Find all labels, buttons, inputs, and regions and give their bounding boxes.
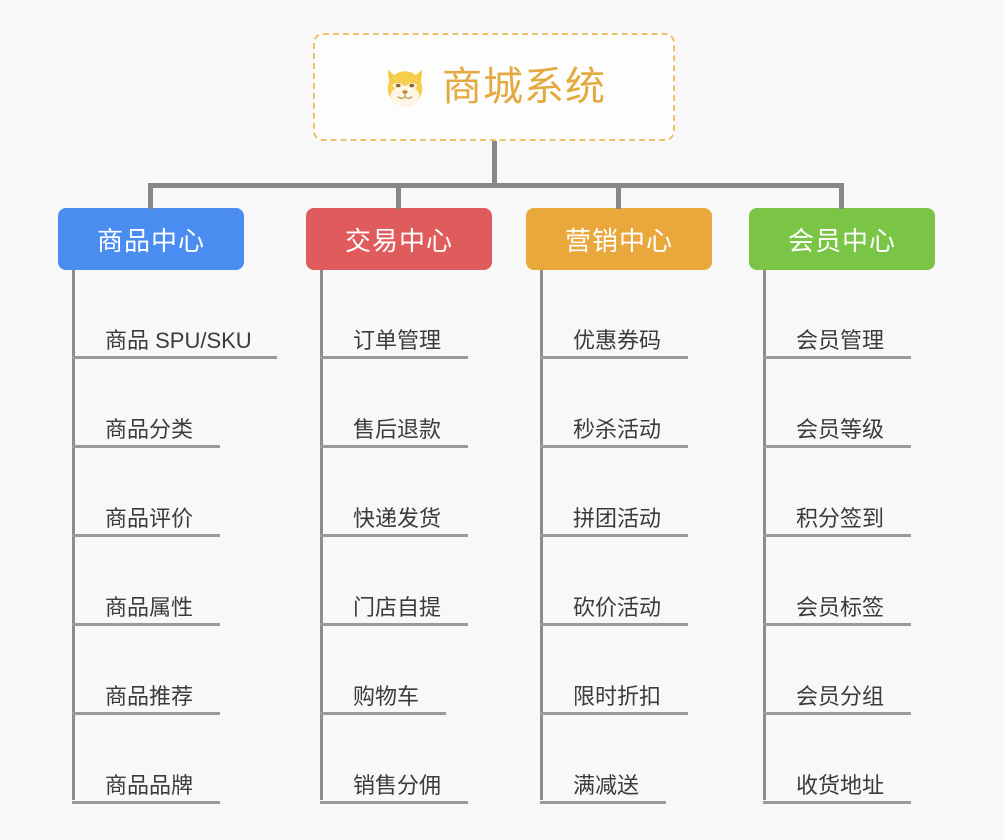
leaf-label: 商品 SPU/SKU (105, 328, 252, 353)
leaf-underline (763, 534, 911, 537)
leaf-underline (72, 801, 220, 804)
leaf-list-trade-center: 订单管理 售后退款 快递发货 门店自提 购物车 销售分佣 (320, 270, 492, 804)
leaf-underline (72, 445, 220, 448)
leaf-underline (320, 801, 468, 804)
leaf-underline (320, 445, 468, 448)
list-item[interactable]: 订单管理 (320, 270, 492, 359)
leaf-underline (540, 623, 688, 626)
leaf-label: 拼团活动 (573, 506, 662, 531)
leaf-label: 秒杀活动 (573, 417, 662, 442)
leaf-label: 购物车 (353, 684, 420, 709)
root-title: 商城系统 (442, 65, 606, 109)
list-item[interactable]: 快递发货 (320, 448, 492, 537)
leaf-label: 收货地址 (796, 773, 885, 798)
leaf-label: 限时折扣 (573, 684, 662, 709)
list-item[interactable]: 商品分类 (72, 359, 252, 448)
list-item[interactable]: 秒杀活动 (540, 359, 712, 448)
branch-marketing-center: 营销中心 优惠券码 秒杀活动 拼团活动 砍价活动 限时折扣 (526, 208, 712, 804)
leaf-label: 优惠券码 (573, 328, 662, 353)
leaf-list-marketing-center: 优惠券码 秒杀活动 拼团活动 砍价活动 限时折扣 满减送 (540, 270, 712, 804)
list-item[interactable]: 会员标签 (763, 537, 935, 626)
category-label: 商品中心 (96, 225, 205, 256)
list-item[interactable]: 收货地址 (763, 715, 935, 804)
leaf-label: 积分签到 (796, 506, 885, 531)
leaf-underline (72, 534, 220, 537)
leaf-label: 商品品牌 (105, 773, 194, 798)
leaf-underline (320, 712, 446, 715)
leaf-underline (540, 534, 688, 537)
leaf-label: 商品分类 (105, 417, 194, 442)
leaf-label: 商品评价 (105, 506, 194, 531)
leaf-underline (540, 712, 688, 715)
connector-branch-3 (616, 183, 621, 209)
branch-product-center: 商品中心 商品 SPU/SKU 商品分类 商品评价 商品属性 商品推荐 (58, 208, 277, 804)
connector-branch-2 (396, 183, 401, 209)
list-item[interactable]: 商品属性 (72, 537, 252, 626)
connector-horizontal-bus (148, 183, 844, 188)
list-item[interactable]: 限时折扣 (540, 626, 712, 715)
leaf-label: 售后退款 (353, 417, 442, 442)
leaf-underline (540, 801, 666, 804)
category-header-trade-center[interactable]: 交易中心 (306, 208, 492, 270)
leaf-underline (540, 356, 688, 359)
leaf-underline (763, 623, 911, 626)
leaf-underline (72, 712, 220, 715)
category-label: 会员中心 (787, 225, 896, 256)
leaf-label: 门店自提 (353, 595, 442, 620)
leaf-label: 会员标签 (796, 595, 885, 620)
list-item[interactable]: 门店自提 (320, 537, 492, 626)
leaf-underline (320, 623, 468, 626)
list-item[interactable]: 满减送 (540, 715, 712, 804)
leaf-underline (72, 356, 277, 359)
branch-trade-center: 交易中心 订单管理 售后退款 快递发货 门店自提 购物车 (306, 208, 492, 804)
connector-root-vertical (492, 141, 497, 185)
connector-branch-1 (148, 183, 153, 209)
shiba-dog-icon (387, 69, 423, 108)
leaf-label: 商品推荐 (105, 684, 194, 709)
list-item[interactable]: 会员等级 (763, 359, 935, 448)
leaf-label: 满减送 (573, 773, 640, 798)
leaf-underline (763, 712, 911, 715)
leaf-list-product-center: 商品 SPU/SKU 商品分类 商品评价 商品属性 商品推荐 商品品牌 (72, 270, 277, 804)
leaf-list-member-center: 会员管理 会员等级 积分签到 会员标签 会员分组 收货地址 (763, 270, 935, 804)
leaf-underline (320, 534, 468, 537)
leaf-label: 销售分佣 (353, 773, 442, 798)
list-item[interactable]: 销售分佣 (320, 715, 492, 804)
category-header-member-center[interactable]: 会员中心 (749, 208, 935, 270)
list-item[interactable]: 会员分组 (763, 626, 935, 715)
connector-branch-4 (839, 183, 844, 209)
leaf-label: 会员分组 (796, 684, 885, 709)
list-item[interactable]: 砍价活动 (540, 537, 712, 626)
leaf-label: 会员管理 (796, 328, 885, 353)
category-label: 交易中心 (344, 225, 453, 256)
list-item[interactable]: 商品评价 (72, 448, 252, 537)
leaf-label: 会员等级 (796, 417, 885, 442)
leaf-label: 订单管理 (353, 328, 442, 353)
leaf-label: 商品属性 (105, 595, 194, 620)
leaf-underline (763, 445, 911, 448)
category-header-product-center[interactable]: 商品中心 (58, 208, 244, 270)
list-item[interactable]: 拼团活动 (540, 448, 712, 537)
list-item[interactable]: 购物车 (320, 626, 492, 715)
list-item[interactable]: 会员管理 (763, 270, 935, 359)
list-item[interactable]: 商品 SPU/SKU (72, 270, 277, 359)
root-node[interactable]: 商城系统 (313, 33, 675, 141)
leaf-underline (72, 623, 220, 626)
branch-member-center: 会员中心 会员管理 会员等级 积分签到 会员标签 会员分组 (749, 208, 935, 804)
list-item[interactable]: 优惠券码 (540, 270, 712, 359)
category-header-marketing-center[interactable]: 营销中心 (526, 208, 712, 270)
list-item[interactable]: 商品品牌 (72, 715, 252, 804)
leaf-underline (763, 356, 911, 359)
leaf-underline (540, 445, 688, 448)
list-item[interactable]: 积分签到 (763, 448, 935, 537)
category-label: 营销中心 (564, 225, 673, 256)
leaf-underline (763, 801, 911, 804)
list-item[interactable]: 售后退款 (320, 359, 492, 448)
leaf-underline (320, 356, 468, 359)
list-item[interactable]: 商品推荐 (72, 626, 252, 715)
leaf-label: 砍价活动 (573, 595, 662, 620)
leaf-label: 快递发货 (353, 506, 442, 531)
